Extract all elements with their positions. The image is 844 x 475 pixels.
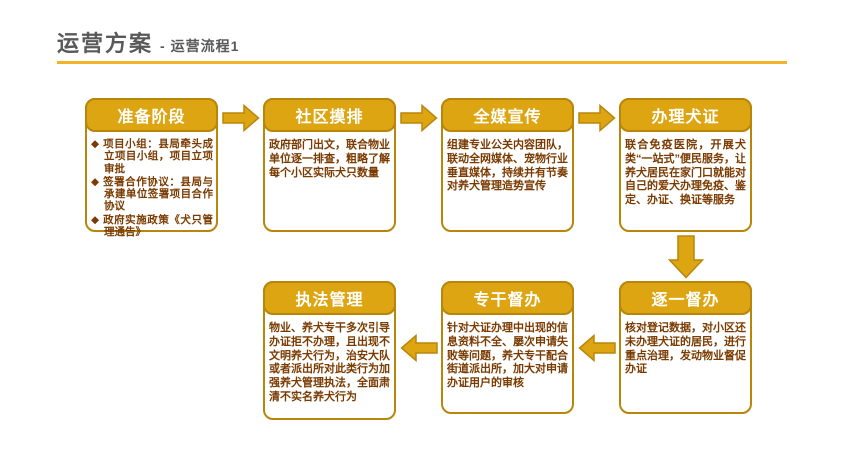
arrow-right-icon [222,104,260,132]
arrow-right-icon [400,104,438,132]
slide-header: 运营方案 - 运营流程1 [57,26,239,58]
flow-box-dog-license-title: 办理犬证 [619,98,752,132]
arrow-left-icon [578,334,616,362]
page-title: 运营方案 [57,31,154,56]
flow-box-one-by-one-supervision: 逐一督办 核对登记数据，对小区还未办理犬证的居民，进行重点治理，发动物业督促办证 [619,281,752,414]
title-underline-rule [57,61,787,64]
flow-box-law-enforcement: 执法管理 物业、养犬专干多次引导办证拒不办理，且出现不文明养犬行为，治安大队或者… [263,281,396,420]
flow-box-preparation-title: 准备阶段 [85,98,218,132]
flow-box-dog-license-text: 联合免疫医院，开展犬类“一站式”便民服务，让养犬居民在家门口就能对自己的爱犬办理… [625,139,746,206]
flow-box-one-by-one-supervision-title: 逐一督办 [619,281,752,315]
bullet-item: 项目小组：县局牵头成立项目小组，项目立项审批 [91,138,213,175]
flow-box-media-publicity-text: 组建专业公关内容团队，联动全网媒体、宠物行业垂直媒体，持续并有节奏对养犬管理造势… [447,139,568,193]
arrow-left-icon [400,334,438,362]
bullet-item: 政府实施政策《犬只管理通告》 [91,214,213,239]
flow-box-dog-license: 办理犬证 联合免疫医院，开展犬类“一站式”便民服务，让养犬居民在家门口就能对自己… [619,98,752,232]
flow-box-media-publicity-title: 全媒宣传 [441,98,574,132]
arrow-right-icon [578,104,616,132]
flow-box-preparation-bullets: 项目小组：县局牵头成立项目小组，项目立项审批 签署合作协议：县局与承建单位签署项… [87,134,216,242]
flow-box-specialist-supervision: 专干督办 针对犬证办理中出现的信息资料不全、屡次申请失败等问题，养犬专干配合街道… [441,281,574,414]
flow-box-specialist-supervision-text: 针对犬证办理中出现的信息资料不全、屡次申请失败等问题，养犬专干配合街道派出所，加… [447,322,568,389]
flow-box-preparation: 准备阶段 项目小组：县局牵头成立项目小组，项目立项审批 签署合作协议：县局与承建… [85,98,218,238]
page-subtitle: - 运营流程1 [160,38,240,54]
flow-box-community-survey: 社区摸排 政府部门出文，联合物业单位逐一排查，粗略了解每个小区实际犬只数量 [263,98,396,232]
flow-box-media-publicity: 全媒宣传 组建专业公关内容团队，联动全网媒体、宠物行业垂直媒体，持续并有节奏对养… [441,98,574,232]
flow-box-one-by-one-supervision-text: 核对登记数据，对小区还未办理犬证的居民，进行重点治理，发动物业督促办证 [625,322,746,376]
flow-box-law-enforcement-text: 物业、养犬专干多次引导办证拒不办理，且出现不文明养犬行为，治安大队或者派出所对此… [269,322,390,403]
flow-box-community-survey-title: 社区摸排 [263,98,396,132]
bullet-item: 签署合作协议：县局与承建单位签署项目合作协议 [91,176,213,213]
arrow-down-icon [668,235,704,279]
flow-box-community-survey-text: 政府部门出文，联合物业单位逐一排查，粗略了解每个小区实际犬只数量 [269,139,390,179]
flow-box-law-enforcement-title: 执法管理 [263,281,396,315]
flow-box-specialist-supervision-title: 专干督办 [441,281,574,315]
